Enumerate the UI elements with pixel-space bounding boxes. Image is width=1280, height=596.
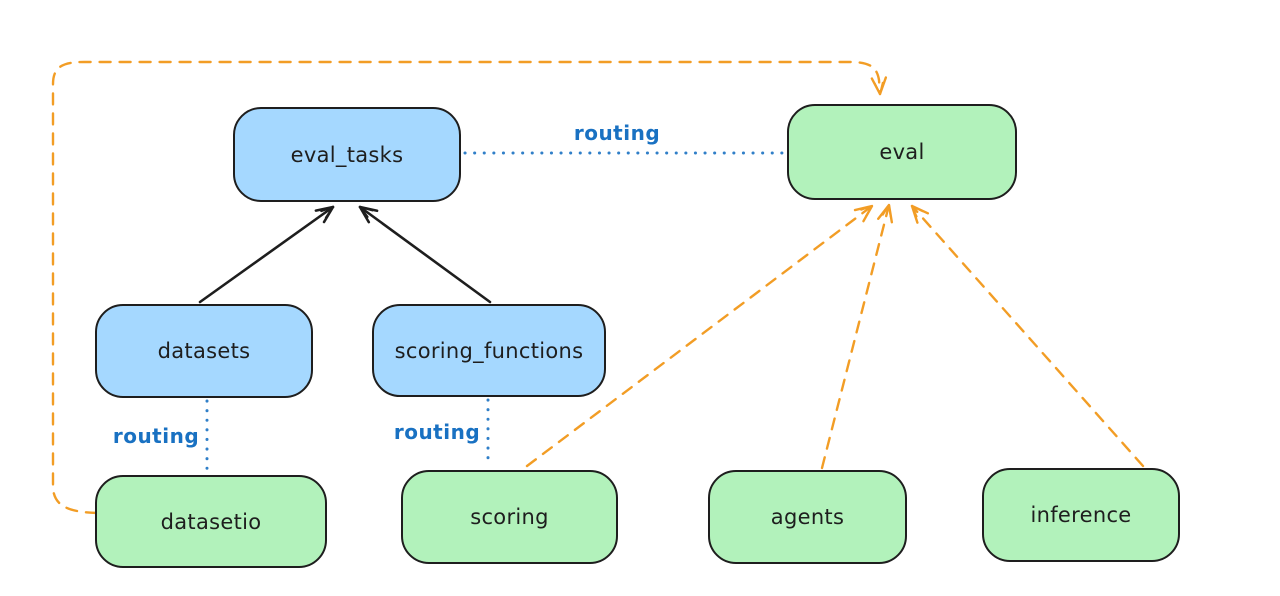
edge-datasets-to-eval-tasks — [198, 205, 335, 304]
edge-label-routing-datasets-datasetio: routing — [112, 424, 200, 448]
node-datasets: datasets — [95, 304, 313, 398]
node-eval-tasks-label: eval_tasks — [290, 142, 404, 167]
node-scoring-label: scoring — [470, 505, 549, 529]
node-inference-label: inference — [1030, 503, 1132, 527]
edge-datasetio-to-eval — [51, 60, 888, 515]
node-datasetio: datasetio — [95, 475, 327, 568]
edge-agents-to-eval — [820, 203, 894, 470]
edge-inference-to-eval — [910, 204, 1145, 468]
edge-label-routing-eval-tasks-eval: routing — [573, 121, 661, 145]
node-eval-tasks: eval_tasks — [233, 107, 461, 202]
node-eval: eval — [787, 104, 1017, 200]
node-datasets-label: datasets — [157, 339, 251, 363]
node-agents-label: agents — [770, 505, 845, 529]
edge-scoring-to-eval — [525, 204, 874, 468]
node-inference: inference — [982, 468, 1180, 562]
edge-label-routing-scoring-functions-scoring: routing — [393, 420, 481, 444]
node-agents: agents — [708, 470, 907, 564]
edge-scoring-functions-to-eval-tasks — [358, 205, 492, 304]
node-scoring: scoring — [401, 470, 618, 564]
node-datasetio-label: datasetio — [160, 509, 262, 534]
node-scoring-functions: scoring_functions — [372, 304, 606, 397]
node-eval-label: eval — [879, 140, 925, 164]
node-scoring-functions-label: scoring_functions — [394, 338, 584, 363]
